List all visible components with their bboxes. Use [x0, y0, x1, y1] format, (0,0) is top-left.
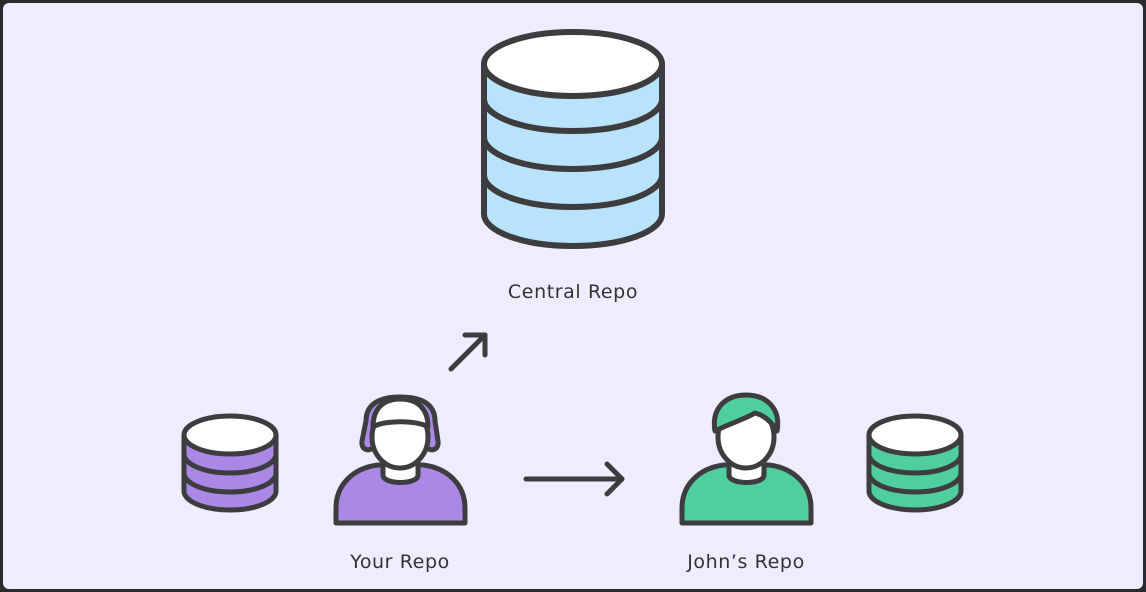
central-repo-database-lid — [481, 29, 665, 99]
your-repo-database-icon — [181, 413, 279, 513]
diagram-panel: Central Repo Your Repo John’s Repo — [3, 3, 1143, 589]
john-repo-database-lid — [866, 413, 964, 457]
central-repo-database-icon — [481, 29, 665, 249]
your-repo-database-lid — [181, 413, 279, 457]
john-repo-database-band-2 — [866, 470, 964, 495]
john-repo-label: John’s Repo — [687, 551, 805, 573]
john-repo-database-band-1 — [866, 451, 964, 476]
your-repo-database-band-1 — [181, 451, 279, 476]
arrow-to-john-repo-icon — [523, 461, 625, 497]
central-repo-database-band-3 — [481, 172, 665, 210]
central-repo-database-band-2 — [481, 134, 665, 172]
arrow-to-central-repo-icon — [448, 332, 488, 372]
central-repo-database-band-1 — [481, 96, 665, 134]
your-repo-label: Your Repo — [350, 551, 450, 573]
diagram-canvas — [3, 3, 1143, 589]
john-repo-database-icon — [866, 413, 964, 513]
john-user-avatar-icon — [679, 392, 814, 526]
central-repo-label: Central Repo — [507, 281, 639, 303]
john-user-shirt — [679, 462, 814, 526]
john-user-hair — [711, 392, 781, 434]
your-user-fringe — [370, 396, 431, 430]
your-repo-database-band-2 — [181, 470, 279, 495]
your-user-avatar-icon — [333, 394, 468, 526]
your-user-shirt — [333, 462, 468, 526]
